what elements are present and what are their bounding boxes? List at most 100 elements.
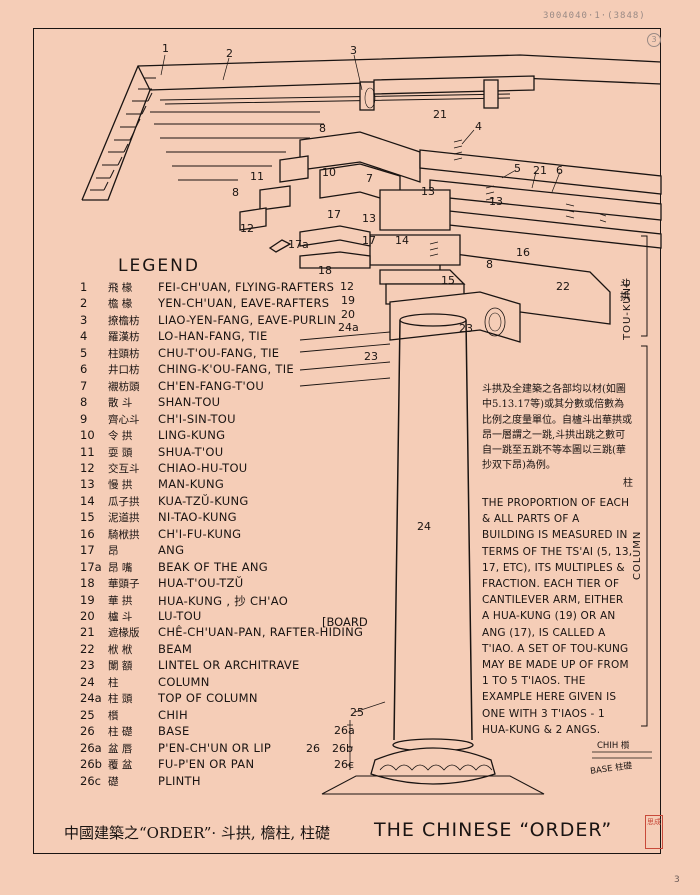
artist-seal: 思成 — [645, 815, 663, 849]
legend-english: YEN-CH'UAN, EAVE-RAFTERS — [158, 296, 330, 311]
legend-chinese: 盆 唇 — [108, 742, 133, 755]
legend-chinese: 令 拱 — [108, 430, 133, 443]
callout-12: 12 — [240, 222, 254, 235]
legend-number: 21 — [80, 625, 95, 640]
legend-number: 19 — [80, 592, 95, 607]
callout-25: 25 — [350, 706, 364, 719]
callout-18: 18 — [318, 264, 332, 277]
legend-chinese: 騎栿拱 — [108, 528, 140, 541]
callout-17a: 17a — [288, 238, 309, 251]
board-continuation: [BOARD — [322, 615, 368, 629]
legend-number: 20 — [80, 609, 95, 623]
hatch-shading — [429, 139, 607, 257]
legend-chinese: 華頭子 — [108, 578, 140, 591]
drawing-border — [33, 28, 661, 854]
legend-chinese: 交互斗 — [108, 462, 140, 475]
legend-chinese: 闌 額 — [108, 660, 133, 673]
callout-8b: 8 — [232, 186, 239, 199]
footer-english-title: THE CHINESE “ORDER” — [374, 819, 613, 841]
legend-english: BEAM — [158, 641, 193, 656]
legend-chinese: 華 拱 — [108, 594, 133, 607]
legend-number: 6 — [80, 362, 88, 377]
callout-26c: 26c — [334, 758, 354, 771]
legend-english: MAN-KUNG — [158, 477, 225, 492]
legend-english: LO-HAN-FANG, TIE — [158, 329, 268, 344]
legend-number: 9 — [80, 411, 88, 426]
callout-2: 2 — [226, 47, 233, 60]
legend-number: 26c — [80, 773, 101, 788]
legend-english: TOP OF COLUMN — [158, 691, 258, 706]
legend-chinese: 遮椽版 — [108, 627, 140, 640]
callout-8c: 8 — [486, 258, 493, 271]
page-number: 3 — [674, 875, 680, 885]
callout-5: 5 — [514, 162, 521, 175]
legend-english: HUA-KUNG , 抄 CH'AO — [158, 593, 289, 608]
column-top — [399, 313, 467, 327]
lintel-end-grain — [484, 307, 506, 337]
legend-chinese: 櫨 斗 — [108, 611, 133, 623]
legend-english: BASE — [158, 724, 190, 739]
callout-11: 11 — [250, 170, 264, 183]
callout-7: 7 — [366, 172, 373, 185]
legend-chinese: 柱 礎 — [108, 726, 133, 739]
callout-20: 20 — [341, 308, 355, 321]
legend-number: 7 — [80, 378, 88, 393]
legend-english: CHING-K'OU-FANG, TIE — [158, 362, 294, 377]
legend-number: 13 — [80, 477, 95, 492]
callout-1: 1 — [162, 42, 169, 55]
toukung-bracket-line — [641, 235, 648, 337]
callout-15: 15 — [441, 274, 455, 287]
legend-chinese: 耍 頭 — [108, 446, 133, 459]
eave-rafters — [150, 93, 511, 181]
legend-chinese: 瓜子拱 — [108, 495, 140, 508]
legend-number: 10 — [80, 428, 95, 443]
callout-22: 22 — [556, 280, 570, 293]
legend-english: CH'I-SIN-TOU — [158, 411, 236, 426]
legend-english: CHIH — [158, 707, 188, 722]
column-shaft — [393, 319, 473, 741]
legend-number: 26b — [80, 757, 102, 772]
legend-number: 14 — [80, 493, 95, 508]
callout-26a: 26a — [334, 724, 355, 737]
roof-edge — [81, 54, 662, 201]
legend-english: COLUMN — [158, 674, 210, 689]
legend-chinese: 柱 — [108, 676, 119, 689]
callout-4: 4 — [475, 120, 482, 133]
column-bracket-line — [641, 345, 648, 727]
legend-number: 17a — [80, 559, 102, 574]
legend-chinese: 櫍 — [108, 709, 119, 722]
legend-number: 1 — [80, 280, 88, 294]
legend-chinese: 覆 盆 — [108, 759, 133, 772]
legend-english: PLINTH — [158, 773, 201, 788]
legend-english: KUA-TZŬ-KUNG — [158, 493, 249, 508]
legend-chinese: 昂 — [108, 545, 119, 558]
legend-number: 16 — [80, 526, 95, 541]
callout-16: 16 — [516, 246, 530, 259]
legend-number: 26 — [80, 724, 95, 739]
callout-23b: 23 — [364, 350, 378, 363]
legend-english: FEI-CH'UAN, FLYING-RAFTERS — [158, 280, 335, 294]
callout-12b: 12 — [340, 280, 354, 293]
legend-number: 25 — [80, 707, 95, 722]
legend-chinese: 井口枋 — [108, 364, 140, 377]
callout-21b: 21 — [533, 164, 547, 177]
callout-8a: 8 — [319, 122, 326, 135]
chinese-proportion-note: 斗拱及全建築之各部均以材(如圖中5.13.17等)或其分數或倍數為比例之度量單位… — [482, 384, 632, 472]
legend-number: 24 — [80, 674, 95, 689]
callout-14: 14 — [395, 234, 409, 247]
ang-arm — [299, 225, 371, 247]
tie-beam — [419, 149, 662, 195]
legend-english: CHIAO-HU-TOU — [158, 460, 248, 475]
callout-10: 10 — [322, 166, 336, 179]
legend-chinese: 柱頭枋 — [108, 347, 140, 360]
legend-number: 2 — [80, 296, 88, 311]
legend-chinese: 散 斗 — [108, 397, 133, 410]
plinth — [321, 775, 545, 795]
legend-english: BEAK OF THE ANG — [158, 559, 269, 574]
legend-english: CH'EN-FANG-T'OU — [158, 378, 265, 393]
callout-26: 26 — [306, 742, 320, 755]
callout-17: 17 — [327, 208, 341, 221]
legend-number: 17 — [80, 543, 95, 558]
legend-english: HUA-T'OU-TZŬ — [158, 576, 244, 591]
